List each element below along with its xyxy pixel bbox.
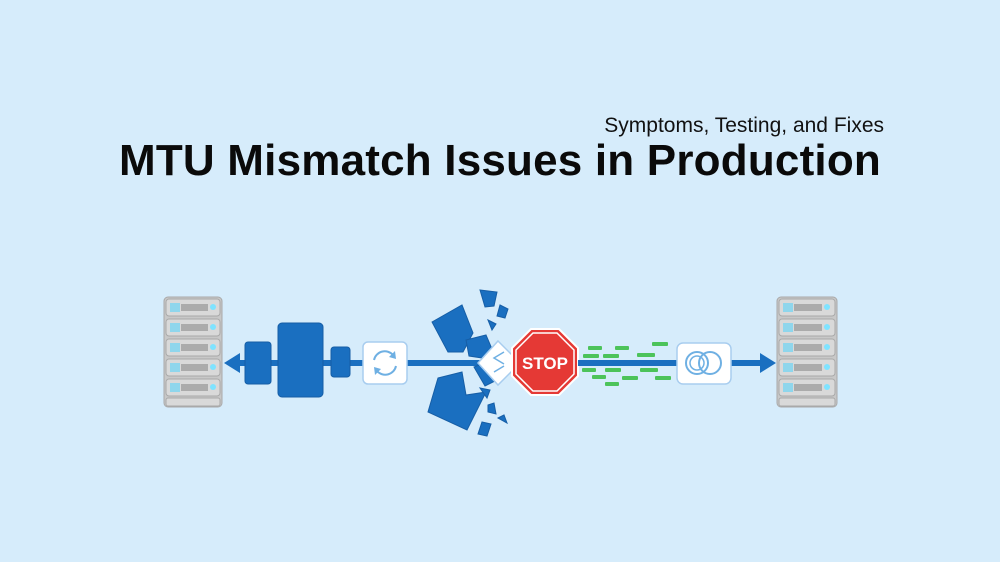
green-data-dashes-icon (582, 342, 671, 386)
linked-rings-icon (676, 342, 732, 385)
subtitle: Symptoms, Testing, and Fixes (604, 114, 884, 137)
server-rack-left-icon (163, 296, 223, 408)
server-rack-right-icon (776, 296, 838, 408)
packet-blocks-icon (244, 322, 351, 398)
page-title: MTU Mismatch Issues in Production (118, 136, 882, 185)
stop-sign-icon: STOP (511, 328, 579, 396)
stop-sign-label: STOP (522, 354, 568, 373)
arrow-right-icon (760, 353, 776, 373)
refresh-icon (362, 341, 408, 385)
arrow-left-icon (224, 353, 240, 373)
